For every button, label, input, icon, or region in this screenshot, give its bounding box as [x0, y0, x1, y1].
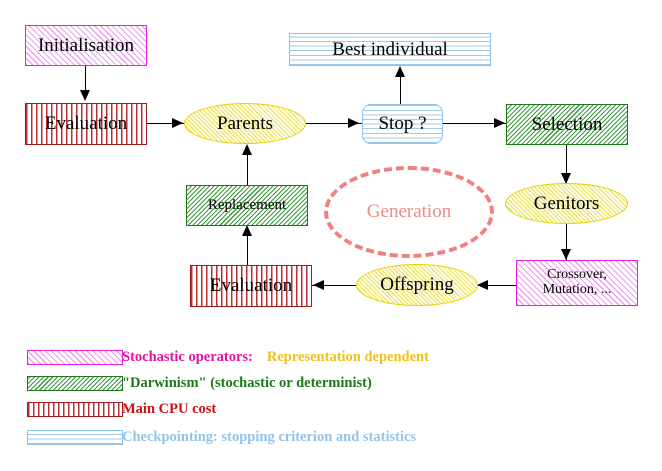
node-genitors[interactable]: Genitors — [505, 183, 628, 224]
edge-offspring-to-evaluation-line — [312, 285, 360, 287]
edge-stop-to-best-individual-line — [400, 68, 402, 106]
edge-stop-to-selection-arrowhead — [494, 118, 505, 129]
legend-label-checkpointing: Checkpointing: stopping criterion and st… — [122, 428, 417, 445]
selection-label: Selection — [531, 113, 603, 135]
edge-genitors-to-crossover-line — [566, 224, 568, 260]
generation-loop-ellipse: Generation — [324, 166, 494, 258]
legend-text-darwinism: "Darwinism" (stochastic or determinist) — [122, 375, 372, 392]
node-initialisation[interactable]: Initialisation — [25, 25, 147, 66]
edge-crossover-to-offspring-arrowhead — [477, 280, 488, 291]
node-offspring[interactable]: Offspring — [356, 264, 478, 306]
edge-stop-to-selection-line — [443, 123, 510, 125]
edge-genitors-to-crossover-arrowhead — [561, 249, 572, 260]
legend-text-main-cpu-cost: Main CPU cost — [122, 401, 216, 418]
edge-initialisation-to-evaluation-line — [85, 66, 87, 94]
node-evaluation-bottom[interactable]: Evaluation — [190, 265, 312, 307]
edge-offspring-to-evaluation-arrowhead — [313, 280, 324, 291]
legend-row-checkpointing: Checkpointing: stopping criterion and st… — [0, 424, 662, 450]
legend-label-main-cpu-cost: Main CPU cost — [122, 400, 217, 417]
parents-label: Parents — [217, 112, 273, 134]
crossover-mutation-label-line2: Mutation, ... — [542, 282, 612, 297]
legend-swatch-blue-horizontal-stripes — [27, 429, 123, 445]
edge-replacement-to-parents-arrowhead — [242, 144, 253, 155]
best-individual-label: Best individual — [332, 38, 448, 60]
genitors-label: Genitors — [533, 192, 600, 214]
edge-evaluation-to-replacement-line — [247, 227, 249, 266]
edge-replacement-to-parents-line — [247, 146, 249, 186]
replacement-label: Replacement — [207, 196, 287, 213]
evaluation-bottom-label: Evaluation — [209, 275, 293, 297]
node-crossover-mutation[interactable]: Crossover, Mutation, ... — [516, 260, 638, 306]
node-parents[interactable]: Parents — [184, 103, 306, 144]
legend-row-stochastic-operators: Stochastic operators: Representation depe… — [0, 344, 662, 370]
edge-stop-to-best-individual-arrowhead — [395, 66, 406, 77]
node-selection[interactable]: Selection — [506, 104, 628, 145]
node-best-individual[interactable]: Best individual — [289, 33, 491, 66]
legend-row-main-cpu-cost: Main CPU cost — [0, 396, 662, 422]
legend-text-stochastic-operators: Stochastic operators: Representation depe… — [122, 349, 429, 366]
legend-label-representation-dependent: Representation dependent — [266, 348, 429, 365]
legend-row-darwinism: "Darwinism" (stochastic or determinist) — [0, 370, 662, 396]
node-evaluation-top[interactable]: Evaluation — [25, 103, 147, 145]
stop-label: Stop ? — [378, 113, 427, 135]
generation-label: Generation — [366, 201, 452, 222]
edge-parents-to-stop-line — [305, 123, 363, 125]
crossover-mutation-label-line1: Crossover, — [547, 267, 607, 283]
node-stop[interactable]: Stop ? — [362, 104, 443, 144]
legend-label-stochastic-operators: Stochastic operators: — [122, 348, 253, 365]
offspring-label: Offspring — [380, 274, 454, 296]
node-replacement[interactable]: Replacement — [186, 185, 308, 226]
edge-crossover-to-offspring-line — [477, 285, 517, 287]
edge-selection-to-genitors-arrowhead — [561, 173, 572, 184]
edge-evaluation-to-replacement-arrowhead — [242, 225, 253, 236]
legend-swatch-magenta-diagonal-hatch — [27, 349, 123, 365]
edge-parents-to-stop-arrowhead — [348, 118, 359, 129]
legend-swatch-red-vertical-stripes — [27, 401, 123, 417]
edge-evaluation-to-parents-arrowhead — [172, 118, 183, 129]
evaluation-top-label: Evaluation — [44, 113, 128, 135]
legend-text-checkpointing: Checkpointing: stopping criterion and st… — [122, 429, 416, 446]
initialisation-label: Initialisation — [37, 34, 135, 56]
legend-swatch-green-diagonal-hatch — [27, 375, 123, 391]
edge-evaluation-to-parents-line — [147, 123, 184, 125]
edge-initialisation-to-evaluation-arrowhead — [80, 90, 91, 101]
edge-selection-to-genitors-line — [566, 145, 568, 184]
legend-label-darwinism: "Darwinism" (stochastic or determinist) — [122, 374, 372, 391]
